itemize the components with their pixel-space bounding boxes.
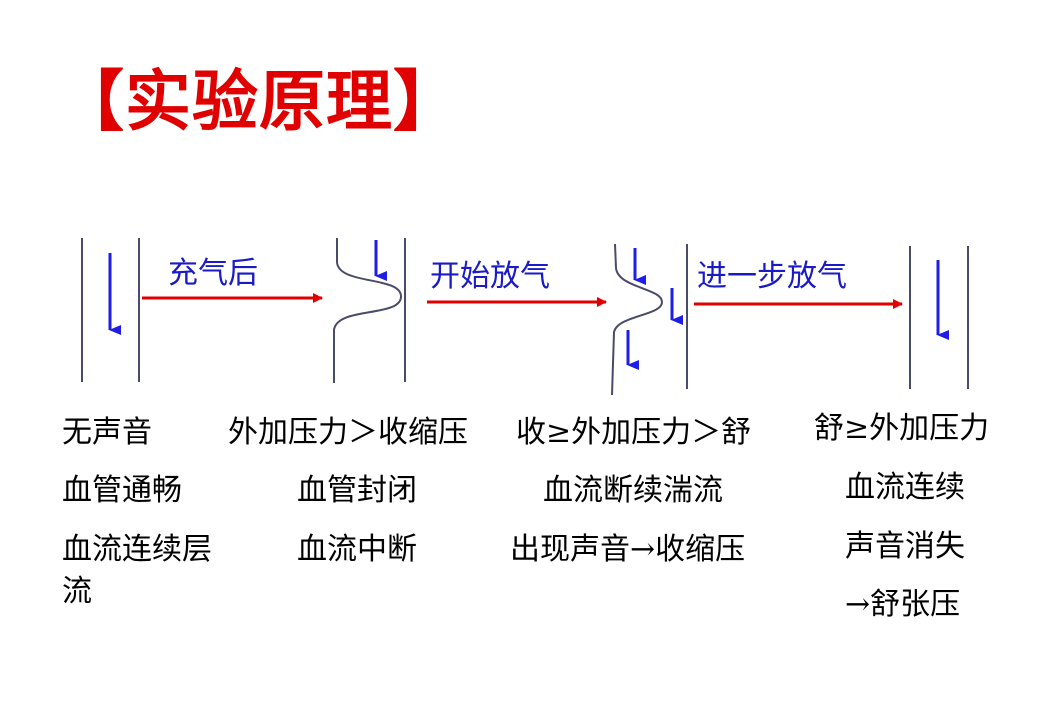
stage3-sound: 出现声音→收缩压 [510, 532, 746, 567]
vessel-wall-left-bulge [611, 243, 664, 396]
vessel-open-stage1 [81, 238, 140, 382]
vessel-closed-stage2 [333, 238, 406, 383]
transition-label-start-deflate: 开始放气 [430, 259, 550, 294]
vessel-wall-left-bulge [333, 238, 403, 383]
vessel-open-stage4 [909, 246, 969, 389]
stage1-flow-state-cont: 流 [62, 574, 92, 609]
stage1-sound: 无声音 [62, 415, 152, 450]
stage1-flow-state: 血流连续层 [62, 532, 212, 567]
transition-label-further-deflate: 进一步放气 [697, 259, 847, 294]
slide-title: 【实验原理】 [58, 62, 460, 140]
transition-label-inflate: 充气后 [168, 256, 258, 291]
stage1-vessel-state: 血管通畅 [62, 473, 182, 508]
vessel-partial-stage3 [611, 243, 688, 396]
stage2-pressure: 外加压力＞收缩压 [228, 415, 468, 450]
stage2-flow-state: 血流中断 [297, 532, 417, 567]
stage4-result: →舒张压 [845, 587, 961, 622]
stage3-pressure: 收≥外加压力＞舒 [516, 415, 752, 450]
stage4-sound: 声音消失 [845, 529, 965, 564]
stage2-vessel-state: 血管封闭 [297, 473, 417, 508]
stage4-flow-state: 血流连续 [845, 470, 965, 505]
stage3-flow-state: 血流断续湍流 [543, 473, 723, 508]
stage4-pressure: 舒≥外加压力 [814, 411, 990, 446]
